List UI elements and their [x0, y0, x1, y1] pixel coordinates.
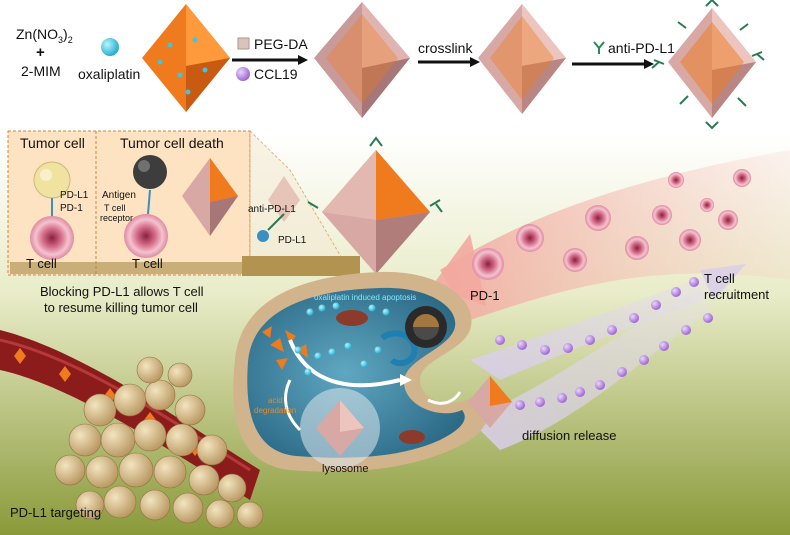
inset-pdl1-label: PD-L1 [60, 190, 89, 201]
apoptosis-label: oxaliplatin induced apoptosis [314, 293, 417, 302]
antibody-octahedron [651, 0, 765, 130]
inset-pd1-label: PD-1 [60, 203, 83, 214]
ccl19-label: CCL19 [254, 66, 298, 82]
inset-tcr-label-1: T cell [104, 203, 126, 213]
inset-tumor-death-label: Tumor cell death [120, 135, 224, 151]
diffusion-arrow [470, 290, 712, 450]
synthesis-row [101, 0, 765, 130]
ccl19-particles [495, 277, 713, 410]
large-octahedron [307, 136, 443, 274]
inset-t-cell-right-label: T cell [132, 256, 163, 271]
oxaliplatin-icon [101, 38, 119, 56]
inset-tumor-cell-label: Tumor cell [20, 135, 85, 151]
antibody-icon [593, 41, 605, 54]
inset-tcr-label-2: receptor [100, 213, 134, 223]
lysosome-label: lysosome [322, 463, 369, 475]
inset-panel [7, 130, 251, 276]
acid-label-2: degradation [254, 406, 297, 415]
diffusion-label: diffusion release [522, 428, 617, 443]
reactant-zn: Zn(NO3)2 [16, 26, 73, 45]
ccl19-icon [236, 67, 250, 81]
t-cell-recruitment-label-2: recruitment [704, 287, 770, 302]
anti-pdl1-label: anti-PD-L1 [608, 40, 675, 56]
crosslink-label: crosslink [418, 40, 473, 56]
plus-sign: + [36, 44, 45, 61]
oxaliplatin-particles [294, 302, 390, 376]
recruitment-arrow [440, 150, 790, 320]
inset-caption-1: Blocking PD-L1 allows T cell [40, 284, 204, 299]
acid-label-1: acid [268, 396, 283, 405]
zif8-octahedron [142, 4, 230, 112]
reactant-2mim: 2-MIM [21, 63, 61, 79]
oxaliplatin-label: oxaliplatin [78, 66, 141, 82]
zoom-pdl1-label: PD-L1 [278, 235, 307, 246]
t-cell-left [30, 216, 74, 260]
pdl1-targeting-label: PD-L1 targeting [10, 505, 102, 520]
inset-t-cell-left-label: T cell [26, 256, 57, 271]
inset-caption-2: to resume killing tumor cell [44, 300, 198, 315]
zoom-callout [242, 129, 360, 276]
t-cell-right [124, 214, 168, 258]
crosslinked-octahedron [478, 4, 566, 114]
inset-antigen-label: Antigen [102, 190, 136, 201]
tumor-cell [233, 271, 512, 472]
recruited-t-cells [472, 169, 751, 280]
peg-da-icon [237, 37, 250, 50]
tumor-cluster [54, 356, 264, 529]
t-cell-recruitment-label-1: T cell [704, 271, 735, 286]
zoom-anti-pdl1-label: anti-PD-L1 [248, 204, 296, 215]
pd1-label: PD-1 [470, 288, 500, 303]
coated-octahedron [314, 2, 410, 118]
peg-da-label: PEG-DA [254, 36, 308, 52]
